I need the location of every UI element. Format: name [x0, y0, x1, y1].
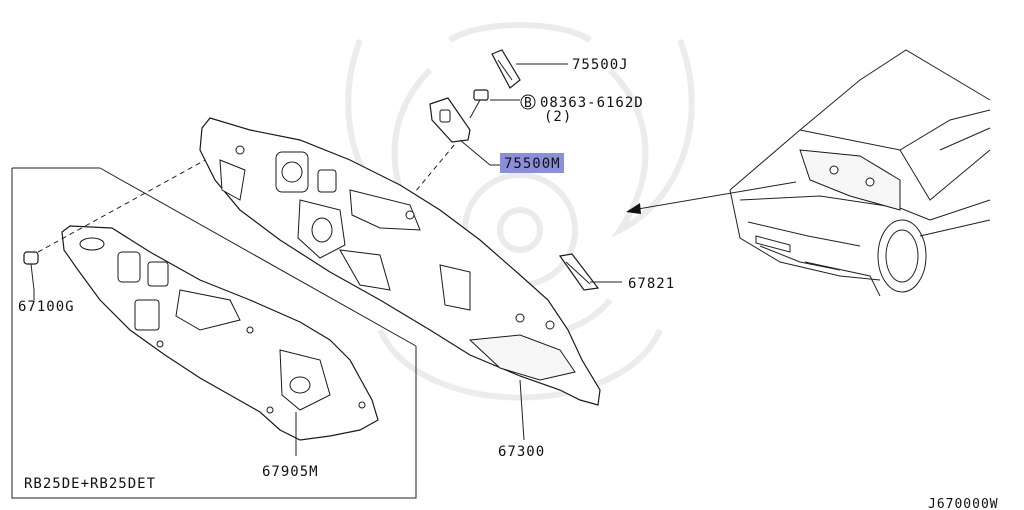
clip-67100g[interactable]: [23, 251, 39, 291]
bracket-75500j[interactable]: [491, 49, 521, 89]
dash-panel-67300[interactable]: [199, 117, 601, 406]
label-75500j[interactable]: 75500J: [572, 57, 629, 73]
highlight-box: [500, 153, 564, 173]
bolt-08363-6162d[interactable]: [469, 89, 489, 119]
bracket-75500m[interactable]: [429, 97, 471, 143]
bracket-67821[interactable]: [558, 253, 600, 291]
label-67100g[interactable]: 67100G: [18, 299, 75, 315]
leader-lines: [33, 63, 622, 456]
variant-box: [11, 167, 417, 499]
label-diagram-code: J670000W: [928, 497, 999, 510]
label-67300[interactable]: 67300: [498, 444, 545, 460]
label-67905m[interactable]: 67905M: [262, 464, 319, 480]
label-67821[interactable]: 67821: [628, 276, 675, 292]
insulator-67905m[interactable]: [61, 225, 379, 441]
car-illustration: [729, 49, 991, 297]
label-75500m[interactable]: 75500M: [504, 156, 561, 172]
label-engine-variant: RB25DE+RB25DET: [24, 476, 156, 492]
location-arrow: [626, 181, 797, 214]
bolt-marker: B: [520, 94, 536, 111]
label-bolt-quantity: (2): [544, 109, 572, 125]
bolt-marker-letter: B: [524, 96, 533, 111]
label-08363-6162d[interactable]: 08363-6162D: [540, 95, 644, 111]
assembly-line-bracket: [399, 137, 461, 211]
